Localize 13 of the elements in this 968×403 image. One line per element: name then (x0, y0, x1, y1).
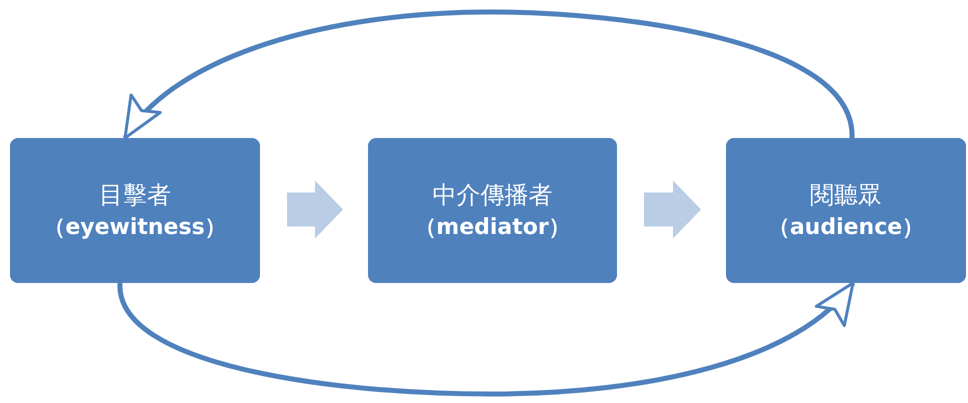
curved-arrow (118, 281, 855, 396)
block-arrow (287, 180, 343, 238)
box-title: 目擊者 (99, 180, 171, 210)
box-title: 中介傳播者 (432, 180, 552, 210)
process-box (368, 138, 617, 283)
process-box (726, 138, 966, 283)
box-title: 閱聽眾 (810, 180, 882, 210)
box-subtitle: （eyewitness） (43, 214, 227, 242)
box-subtitle: （mediator） (414, 214, 571, 242)
curved-arrow (122, 10, 854, 140)
process-box (10, 138, 260, 283)
box-subtitle: （audience） (768, 214, 924, 242)
block-arrow (644, 180, 701, 238)
